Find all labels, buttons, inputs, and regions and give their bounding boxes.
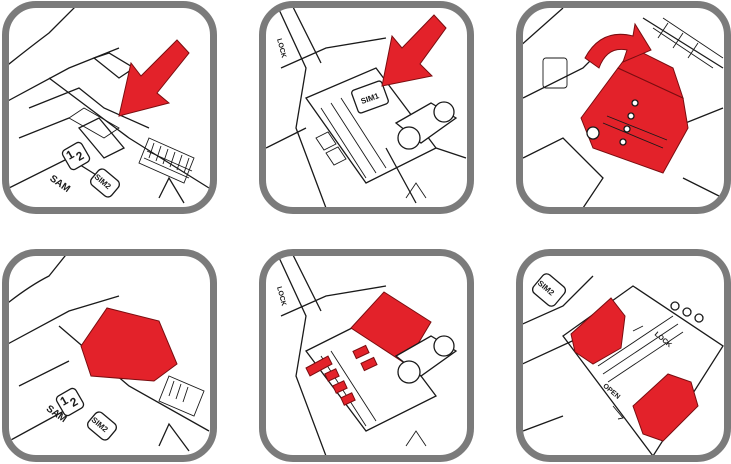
screw-icon (397, 126, 421, 150)
step-6-panel: SIM2 OPEN LOCK (516, 249, 731, 462)
insert-arrow-icon (381, 14, 447, 87)
step-5-illustration: LOCK (275, 256, 458, 455)
sim-card-inserted-icon (80, 307, 178, 382)
lock-label: LOCK (275, 38, 287, 59)
sim-card-placed-icon (350, 291, 432, 365)
sim2-slot-icon (90, 168, 120, 198)
step-4-panel: 1 2 SAM SIM2 (2, 249, 217, 462)
lock-label: LOCK (275, 286, 287, 307)
sim2-slot-icon (87, 411, 117, 441)
sim2-slot-icon (531, 273, 567, 307)
open-flip-arrow-icon (584, 22, 652, 69)
step-1-panel: 1 2 SAM SIM2 (2, 1, 217, 214)
step-3-illustration (523, 8, 724, 207)
step-2-panel: SIM1 LOCK (259, 1, 474, 214)
step-6-illustration: SIM2 OPEN LOCK (523, 273, 724, 455)
step-3-panel (516, 1, 731, 214)
sam-label: SAM (47, 173, 72, 195)
step-4-illustration: 1 2 SAM SIM2 (9, 256, 210, 452)
step-1-illustration: 1 2 SAM SIM2 (9, 8, 210, 204)
direction-arrows (612, 325, 644, 420)
insert-arrow-icon (118, 39, 190, 117)
sim1-card-icon (351, 80, 389, 114)
screw-icon (397, 360, 421, 384)
sim-slot-1-2-icon (55, 387, 85, 417)
step-5-panel: LOCK (259, 249, 474, 462)
step-2-illustration: SIM1 LOCK (266, 8, 467, 207)
sim-slot-1-2-icon (61, 141, 91, 171)
